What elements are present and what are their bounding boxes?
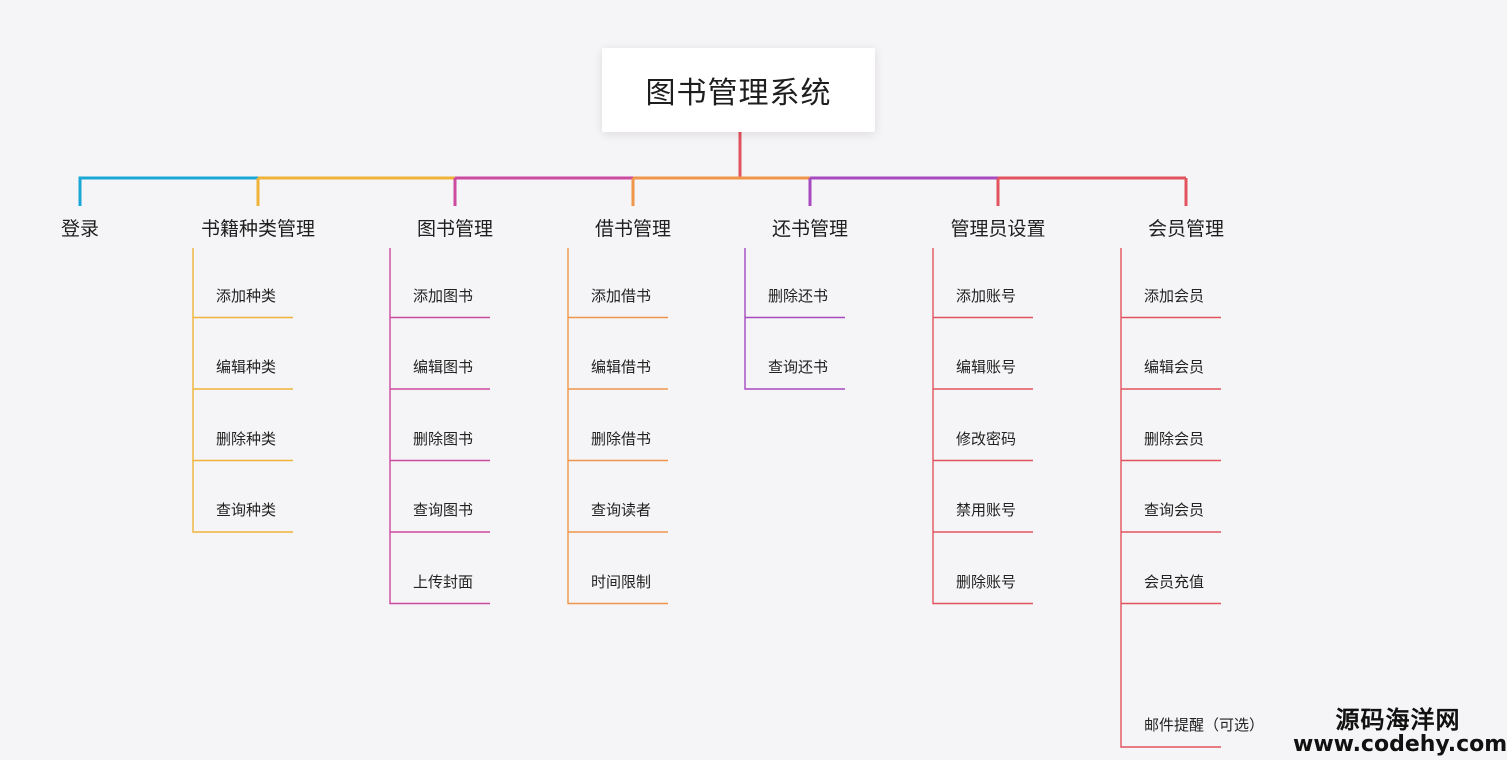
leaf-item: 添加图书	[413, 286, 474, 305]
branch-label: 登录	[60, 218, 100, 240]
leaf-item: 删除借书	[591, 429, 652, 448]
leaf-item: 查询种类	[216, 501, 277, 519]
root-node: 图书管理系统	[602, 48, 875, 132]
leaf-item: 修改密码	[956, 429, 1017, 448]
branch-label: 书籍种类管理	[200, 218, 316, 240]
leaf-item: 编辑图书	[413, 358, 474, 376]
leaf-item: 查询还书	[768, 358, 829, 376]
leaf-item: 添加种类	[216, 286, 277, 305]
watermark-name: 源码海洋网	[1335, 705, 1461, 734]
watermark-url: www.codehy.com	[1293, 731, 1507, 757]
leaf-item: 编辑账号	[956, 358, 1017, 376]
branch-label: 管理员设置	[950, 218, 1046, 240]
leaf-item: 添加账号	[956, 286, 1017, 305]
leaf-item: 编辑借书	[591, 358, 652, 376]
branch-label: 图书管理	[416, 218, 494, 240]
leaf-item: 删除图书	[413, 429, 474, 448]
leaf-item: 删除会员	[1144, 429, 1205, 448]
branch-label: 借书管理	[594, 218, 672, 240]
leaf-item: 添加会员	[1144, 286, 1205, 305]
watermark: 源码海洋网 www.codehy.com	[1293, 705, 1507, 757]
leaf-item: 删除还书	[768, 286, 829, 305]
leaf-item: 禁用账号	[956, 501, 1017, 519]
leaf-item: 时间限制	[591, 572, 652, 591]
leaf-item: 会员充值	[1144, 572, 1205, 591]
leaf-item: 编辑会员	[1144, 358, 1205, 376]
leaf-item: 上传封面	[413, 572, 474, 591]
leaf-item: 删除种类	[216, 429, 277, 448]
leaf-item: 删除账号	[956, 572, 1017, 591]
branch-label: 会员管理	[1147, 218, 1225, 240]
leaf-item: 查询图书	[413, 501, 474, 519]
leaf-item: 编辑种类	[216, 358, 277, 376]
branch-label: 还书管理	[771, 218, 849, 240]
leaf-item: 添加借书	[591, 286, 652, 305]
leaf-item: 查询读者	[591, 501, 652, 519]
root-title: 图书管理系统	[645, 76, 832, 111]
leaf-item: 查询会员	[1144, 501, 1205, 519]
leaf-item: 邮件提醒（可选）	[1144, 716, 1265, 734]
